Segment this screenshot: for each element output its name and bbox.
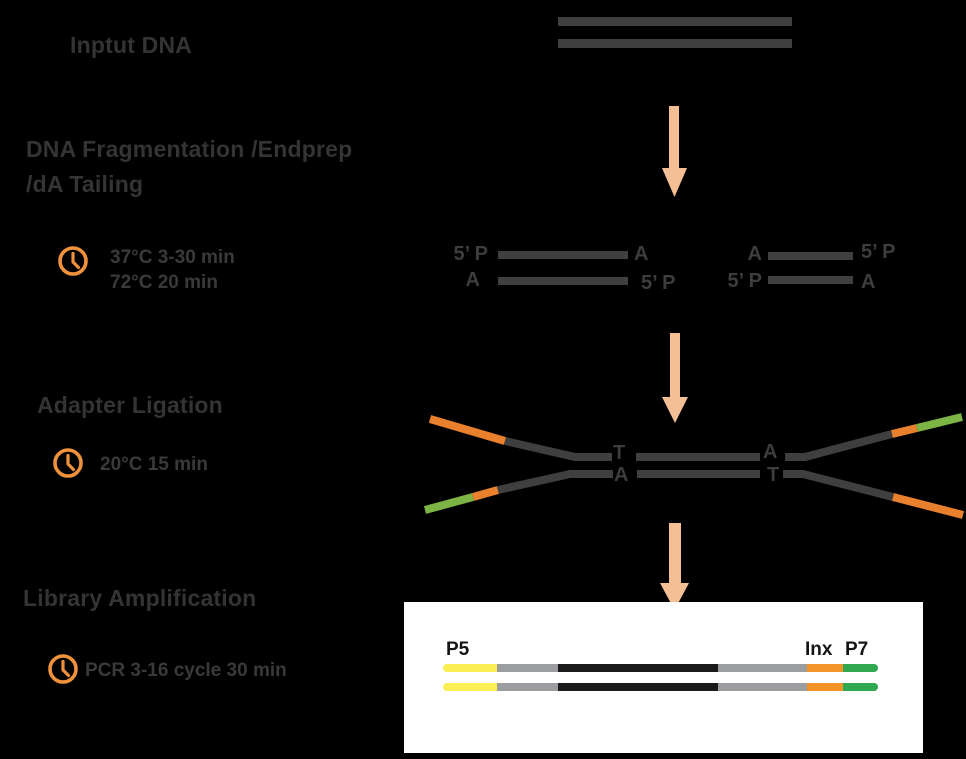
step-title-fragmentation-line1: DNA Fragmentation /Endprep — [26, 136, 353, 162]
ligation-right-bottom-t-label: T — [767, 464, 780, 486]
fragment-left-top-a-label: A — [634, 243, 649, 265]
fragment-left-bottom-5p-label: 5’ P — [641, 272, 676, 294]
step-title-input-dna: Inptut DNA — [70, 32, 193, 58]
step-title-amplification: Library Amplification — [23, 585, 257, 611]
flow-arrow-2 — [662, 333, 688, 423]
ligation-left-top-t-label: T — [613, 442, 626, 464]
fragmentation-conditions: 37°C 3-30 min 72°C 20 min — [110, 245, 235, 295]
ligation-right-top-a-label: A — [763, 441, 778, 463]
ligation-left-bottom-a-label: A — [614, 464, 629, 486]
library-index-label: Inx — [805, 639, 833, 660]
fragment-right-top-5p-label: 5’ P — [861, 241, 896, 263]
condition-temp-2: 72°C 20 min — [110, 272, 218, 293]
clock-icon — [48, 654, 78, 684]
library-strand-bottom — [443, 683, 878, 691]
library-p7-label: P7 — [845, 639, 869, 660]
step-title-fragmentation-line2: /dA Tailing — [26, 171, 144, 197]
library-panel — [404, 602, 923, 753]
adapter-ligated-dna — [423, 413, 964, 519]
fragment-left — [498, 251, 628, 285]
ligation-condition: 20°C 15 min — [100, 454, 208, 475]
amplification-condition: PCR 3-16 cycle 30 min — [85, 660, 287, 681]
input-dna-duplex — [558, 17, 792, 48]
fragment-left-bottom-a-label: A — [465, 269, 480, 291]
library-p5-label: P5 — [446, 639, 470, 660]
fragment-right-bottom-5p-label: 5’ P — [727, 270, 762, 292]
flow-arrow-3 — [660, 523, 689, 610]
fragment-left-top-5p-label: 5’ P — [453, 243, 488, 265]
step-title-ligation: Adapter Ligation — [37, 392, 223, 418]
clock-icon — [58, 246, 88, 276]
condition-temp-1: 37°C 3-30 min — [110, 247, 235, 268]
clock-icon — [53, 448, 83, 478]
step-title-fragmentation: DNA Fragmentation /Endprep /dA Tailing — [26, 132, 352, 202]
flow-arrow-1 — [662, 106, 687, 197]
library-strand-top — [443, 664, 878, 672]
fragment-right-bottom-a-label: A — [861, 271, 876, 293]
fragment-right — [768, 252, 853, 284]
fragment-right-top-a-label: A — [747, 243, 762, 265]
